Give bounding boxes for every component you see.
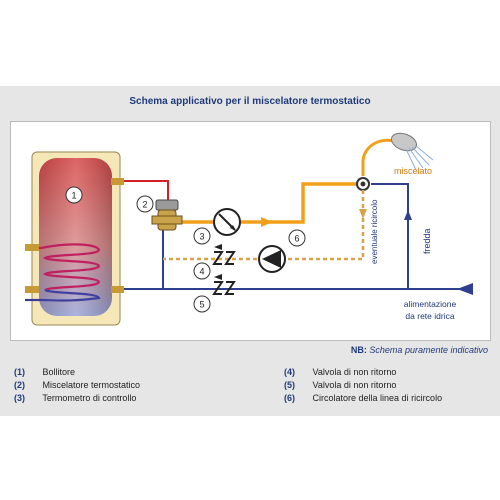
diagram-frame: 1 2 3 4 5 6 miscelato eventuale ricircol… xyxy=(10,121,491,341)
note-prefix: NB: xyxy=(350,345,367,355)
legend-item: (6) Circolatore della linea di ricircolo xyxy=(284,392,442,405)
legend-number: (5) xyxy=(284,380,295,390)
legend-item: (3) Termometro di controllo xyxy=(14,392,140,405)
legend-number: (2) xyxy=(14,380,25,390)
legend-label: Valvola di non ritorno xyxy=(312,367,397,377)
coil-nozzle-bottom xyxy=(25,286,39,293)
valve-direction-arrow-icon xyxy=(214,244,222,250)
legend-label: Circolatore della linea di ricircolo xyxy=(312,393,443,403)
plumbing-diagram: 1 2 3 4 5 6 miscelato eventuale ricircol… xyxy=(25,132,473,326)
shower-head-icon xyxy=(390,132,434,171)
legend-item: (1) Bollitore xyxy=(14,366,140,379)
svg-text:4: 4 xyxy=(199,267,204,277)
marker-5: 5 xyxy=(193,295,211,313)
note-text: Schema puramente indicativo xyxy=(369,345,488,355)
legend-label: Valvola di non ritorno xyxy=(312,380,397,390)
label-fredda: fredda xyxy=(422,228,432,254)
legend-item: (2) Miscelatore termostatico xyxy=(14,379,140,392)
svg-text:6: 6 xyxy=(294,234,299,244)
marker-4: 4 xyxy=(193,262,211,280)
thermostatic-mixer xyxy=(151,199,183,231)
legend-label: Termometro di controllo xyxy=(42,393,137,403)
legend-item: (4) Valvola di non ritorno xyxy=(284,366,442,379)
legend-label: Bollitore xyxy=(42,367,76,377)
legend-number: (4) xyxy=(284,367,295,377)
legend-number: (6) xyxy=(284,393,295,403)
svg-text:1: 1 xyxy=(71,191,76,201)
label-miscelato: miscelato xyxy=(394,166,432,176)
circulator-pump-icon xyxy=(258,245,286,273)
legend-label: Miscelatore termostatico xyxy=(42,380,141,390)
svg-text:3: 3 xyxy=(199,232,204,242)
cold-flow-arrow-icon xyxy=(404,210,412,220)
inflow-arrow-icon xyxy=(457,283,473,295)
legend-number: (3) xyxy=(14,393,25,403)
legend-left-column: (1) Bollitore (2) Miscelatore termostati… xyxy=(14,366,140,405)
diagram-note: NB: Schema puramente indicativo xyxy=(351,345,488,355)
legend-number: (1) xyxy=(14,367,25,377)
legend-right-column: (4) Valvola di non ritorno (5) Valvola d… xyxy=(284,366,442,405)
check-valve-5-icon xyxy=(212,281,236,295)
recirc-arrow-icon xyxy=(359,209,367,219)
marker-6: 6 xyxy=(288,229,306,247)
shower-pipe xyxy=(361,138,398,176)
coil-nozzle-top xyxy=(25,244,39,251)
svg-text:2: 2 xyxy=(142,200,147,210)
hot-outlet-nozzle xyxy=(111,178,124,185)
label-alimentazione: alimentazione xyxy=(404,299,457,309)
marker-1: 1 xyxy=(65,186,83,204)
label-rete-idrica: da rete idrica xyxy=(405,311,454,321)
mixed-water-pipe xyxy=(176,182,357,224)
marker-2: 2 xyxy=(136,195,154,213)
cold-riser-pipe xyxy=(371,183,409,289)
hot-water-pipe xyxy=(124,180,169,200)
marker-3: 3 xyxy=(193,227,211,245)
check-valve-4-icon xyxy=(212,251,236,265)
diagram-title: Schema applicativo per il miscelatore te… xyxy=(129,96,371,107)
thermometer-gauge-icon xyxy=(213,208,241,236)
mixed-flow-arrow-icon xyxy=(261,217,273,227)
legend-item: (5) Valvola di non ritorno xyxy=(284,379,442,392)
cold-inlet-nozzle xyxy=(111,286,124,293)
label-eventuale-ricircolo: eventuale ricircolo xyxy=(370,199,379,264)
valve-direction-arrow-icon xyxy=(214,274,222,280)
svg-text:5: 5 xyxy=(199,300,204,310)
